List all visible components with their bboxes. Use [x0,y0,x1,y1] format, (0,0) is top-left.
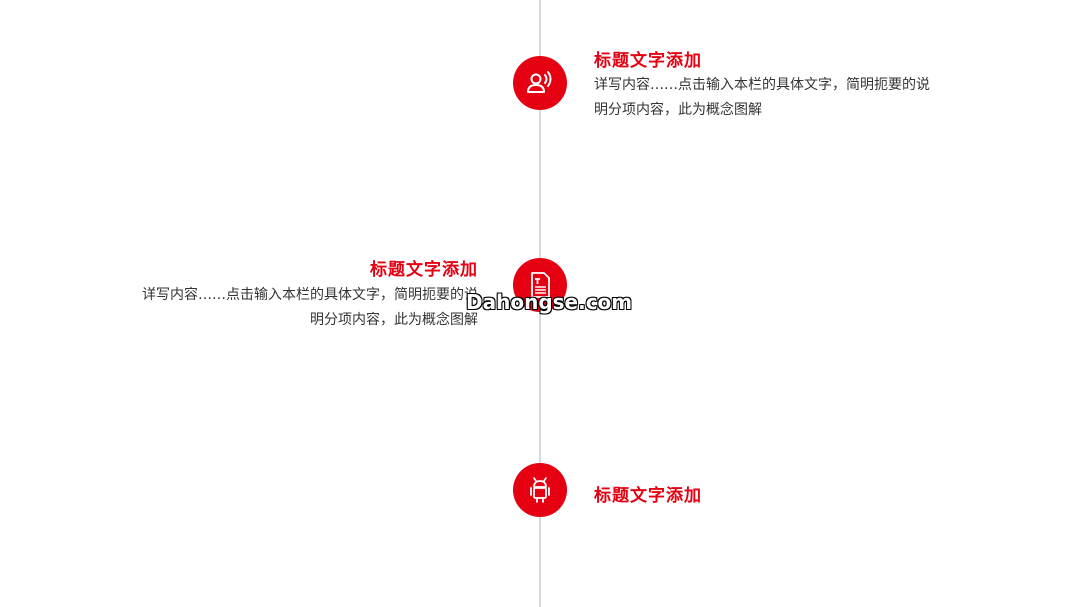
document-icon [531,272,550,298]
item-3-title: 标题文字添加 [594,486,702,506]
timeline-node-3 [513,463,567,517]
timeline-node-2 [513,258,567,312]
item-2-title: 标题文字添加 [370,260,478,280]
android-icon [530,477,550,503]
watermark-text: Dahongse.com [466,290,633,314]
item-1-description: 详写内容……点击输入本栏的具体文字，简明扼要的说明分项内容，此为概念图解 [594,77,930,118]
item-1-title: 标题文字添加 [594,51,702,71]
timeline-node-1 [513,56,567,110]
item-2-description: 详写内容……点击输入本栏的具体文字，简明扼要的说明分项内容，此为概念图解 [142,287,478,328]
user-voice-icon [527,71,552,93]
